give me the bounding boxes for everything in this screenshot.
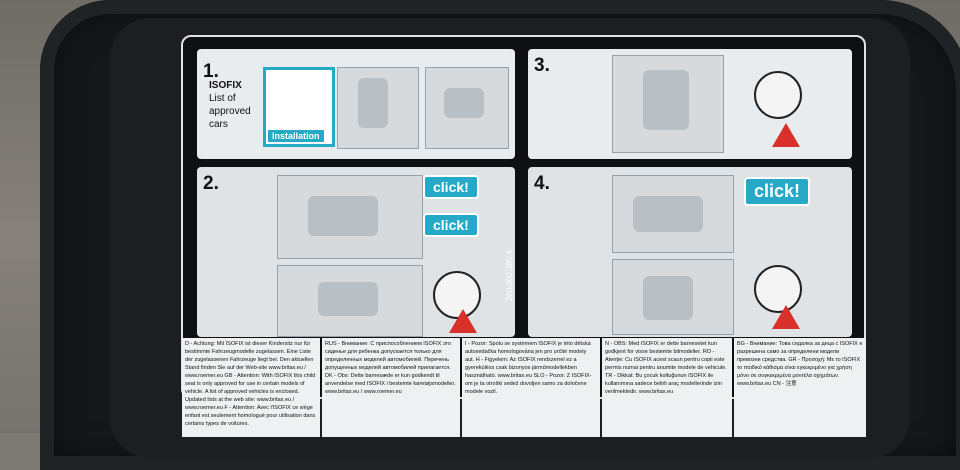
- isofix-line-1: List of approved cars: [209, 93, 251, 130]
- click-label: click!: [423, 213, 479, 237]
- step-2-panel: 2. click! click!: [197, 167, 515, 337]
- face-icon: [754, 71, 802, 119]
- barcode-number: 200.000.380.4: [505, 250, 514, 302]
- isofix-list: ISOFIX List of approved cars: [209, 79, 259, 131]
- warning-text-column-4: N - OBS: Med ISOFIX er dette barnesetet …: [602, 338, 732, 437]
- step-3-panel: 3.: [528, 49, 852, 159]
- warning-icon: [772, 305, 800, 329]
- step-4-illustration-b: [612, 259, 734, 335]
- warning-icon: [449, 309, 477, 333]
- step-number: 2.: [203, 173, 219, 194]
- step-1-illustration-b: [425, 67, 509, 149]
- step-number: 4.: [534, 173, 550, 194]
- step-2-illustration-b: [277, 265, 423, 337]
- step-1-illustration-a: [337, 67, 419, 149]
- step-2-illustration-a: [277, 175, 423, 259]
- step-number: 1.: [203, 61, 219, 82]
- warning-icon: [772, 123, 800, 147]
- isofix-title: ISOFIX: [209, 80, 242, 91]
- click-label: click!: [744, 177, 811, 206]
- click-label: click!: [423, 175, 479, 199]
- warning-text-column-5: BG - Внимание: Това седалка за деца с IS…: [734, 338, 866, 437]
- warning-text-column-1: D - Achtung: Mit ISOFIX ist dieser Kinde…: [182, 338, 320, 437]
- step-4-panel: 4. click!: [528, 167, 852, 337]
- step-3-illustration: [612, 55, 724, 153]
- warning-text-column-3: I - Pozor: Spolu se systémem ISOFIX je t…: [462, 338, 600, 437]
- qr-code[interactable]: Installation: [263, 67, 335, 147]
- step-4-illustration-a: [612, 175, 734, 253]
- warning-text-column-2: RUS - Внимание: С приспособлением ISOFIX…: [322, 338, 460, 437]
- step-1-panel: 1. Installation ISOFIX List of approved …: [197, 49, 515, 159]
- installation-label: Installation: [268, 130, 324, 142]
- step-number: 3.: [534, 55, 550, 76]
